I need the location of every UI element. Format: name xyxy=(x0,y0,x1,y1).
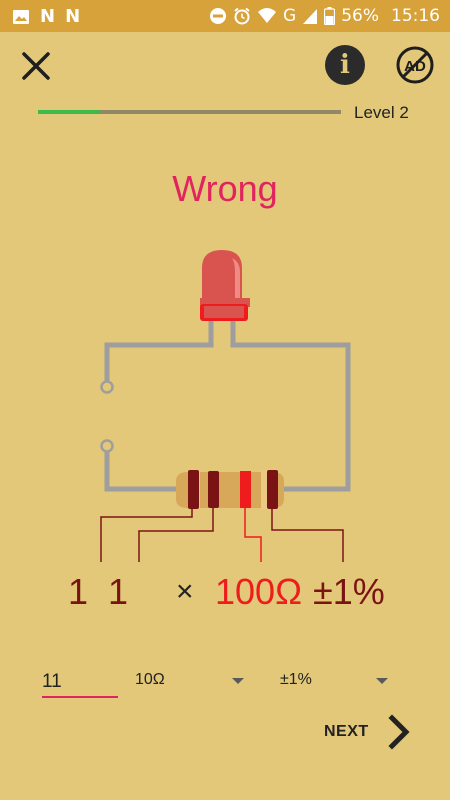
clock: 15:16 xyxy=(391,6,440,26)
no-ads-icon: AD xyxy=(396,46,434,84)
result-text: Wrong xyxy=(172,168,278,209)
multiplier-dropdown[interactable]: 10Ω xyxy=(135,668,250,696)
next-button[interactable]: NEXT xyxy=(320,712,418,752)
next-label: NEXT xyxy=(324,723,369,740)
led xyxy=(200,250,250,321)
multiply-sign: × xyxy=(176,575,194,608)
level-progress-fill xyxy=(38,110,99,114)
level-label: Level 2 xyxy=(354,103,409,122)
digits-input[interactable] xyxy=(42,668,118,698)
tolerance-dropdown-value: ±1% xyxy=(280,671,312,688)
switch-terminal-bottom xyxy=(100,439,114,453)
notification-n-icon: N xyxy=(65,6,81,27)
chevron-right-icon xyxy=(388,714,410,750)
close-icon xyxy=(22,52,50,80)
switch-terminal-top xyxy=(100,380,114,394)
dropdown-arrow-icon xyxy=(376,678,388,684)
tolerance-dropdown[interactable]: ±1% xyxy=(280,668,395,696)
dropdown-arrow-icon xyxy=(232,678,244,684)
system-icons: G 56% 15:16 xyxy=(209,6,440,26)
battery-percent: 56% xyxy=(341,6,379,26)
wire-right xyxy=(230,318,351,492)
band-1 xyxy=(188,470,199,509)
remove-ads-button[interactable]: AD xyxy=(395,45,435,85)
notification-n-icon: N xyxy=(40,6,56,27)
info-button[interactable]: i xyxy=(325,45,365,85)
multiplier-value: 100Ω xyxy=(215,571,302,612)
band-3 xyxy=(240,471,251,508)
circuit-wires xyxy=(104,318,351,492)
band-4 xyxy=(267,470,278,509)
alarm-icon xyxy=(234,7,250,25)
tolerance-value: ±1% xyxy=(313,571,385,612)
band-2-digit: 1 xyxy=(108,571,129,612)
wire-left-top xyxy=(104,318,214,381)
wire-left-bottom xyxy=(104,452,178,492)
status-bar: N N G 56% 15:16 xyxy=(0,0,450,32)
band-leader-lines xyxy=(100,508,344,562)
level-progress-bar xyxy=(38,110,341,114)
network-type: G xyxy=(283,6,297,26)
info-icon: i xyxy=(340,50,350,80)
band-2 xyxy=(208,471,219,508)
dnd-icon xyxy=(210,8,227,24)
multiplier-dropdown-value: 10Ω xyxy=(135,671,165,688)
resistor xyxy=(176,470,284,509)
signal-icon xyxy=(303,9,318,24)
notification-icons: N N xyxy=(12,6,80,27)
band-1-digit: 1 xyxy=(68,571,89,612)
close-button[interactable] xyxy=(18,48,54,84)
battery-icon xyxy=(324,7,336,25)
circuit-diagram xyxy=(100,250,351,562)
image-icon xyxy=(13,9,29,24)
wifi-icon xyxy=(258,8,277,23)
